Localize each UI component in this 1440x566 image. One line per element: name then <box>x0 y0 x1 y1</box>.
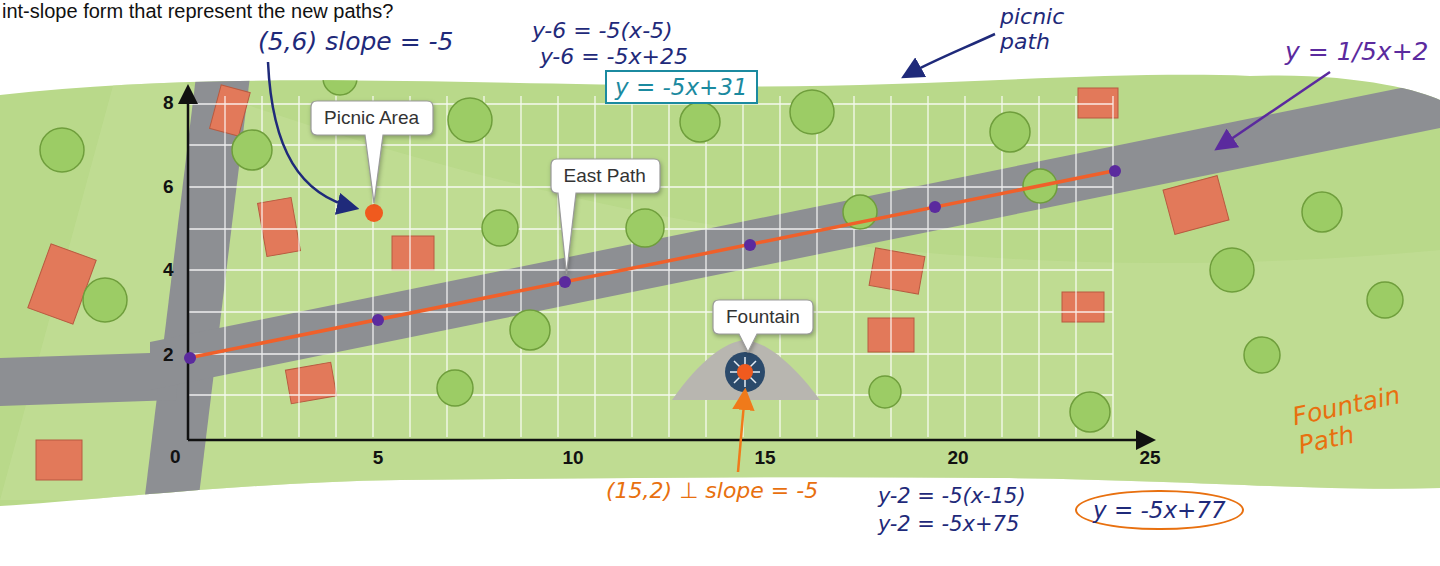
axis-number: 8 <box>163 92 174 114</box>
handwritten-note: (15,2) ⊥ slope = -5 <box>606 478 818 503</box>
axis-number: 6 <box>163 176 174 198</box>
handwritten-equation: y-2 = -5(x-15) <box>878 484 1026 508</box>
callout-text: Fountain <box>713 300 813 334</box>
axis-number: 15 <box>754 447 775 469</box>
callout-box: East Path <box>551 159 660 193</box>
axis-number: 4 <box>163 259 174 281</box>
handwritten-equation: y-6 = -5x+25 <box>540 44 688 69</box>
handwritten-equation: y-6 = -5(x-5) <box>532 18 673 43</box>
axis-number: 25 <box>1139 447 1160 469</box>
callout-text: East Path <box>551 159 660 193</box>
axis-number: 10 <box>562 447 583 469</box>
handwritten-note: (5,6) slope = -5 <box>258 28 454 57</box>
callout-box: Fountain <box>713 300 813 334</box>
callout-shape <box>311 101 433 203</box>
axis-number: 0 <box>170 446 181 468</box>
handwritten-equation: y-2 = -5x+75 <box>878 512 1019 536</box>
handwritten-note: picnic path <box>1000 4 1092 55</box>
callout-text: Picnic Area <box>311 101 433 135</box>
axis-number: 20 <box>947 447 968 469</box>
circled-answer: y = -5x+77 <box>1075 490 1244 530</box>
callout-box: Picnic Area <box>311 101 433 135</box>
boxed-answer: y = -5x+31 <box>605 70 758 104</box>
axis-number: 2 <box>163 344 174 366</box>
handwritten-equation: y = 1/5x+2 <box>1285 38 1429 67</box>
question-text: int-slope form that represent the new pa… <box>2 0 393 23</box>
callout-shape <box>713 300 813 352</box>
axis-number: 5 <box>373 447 384 469</box>
callout-shape <box>551 159 660 274</box>
